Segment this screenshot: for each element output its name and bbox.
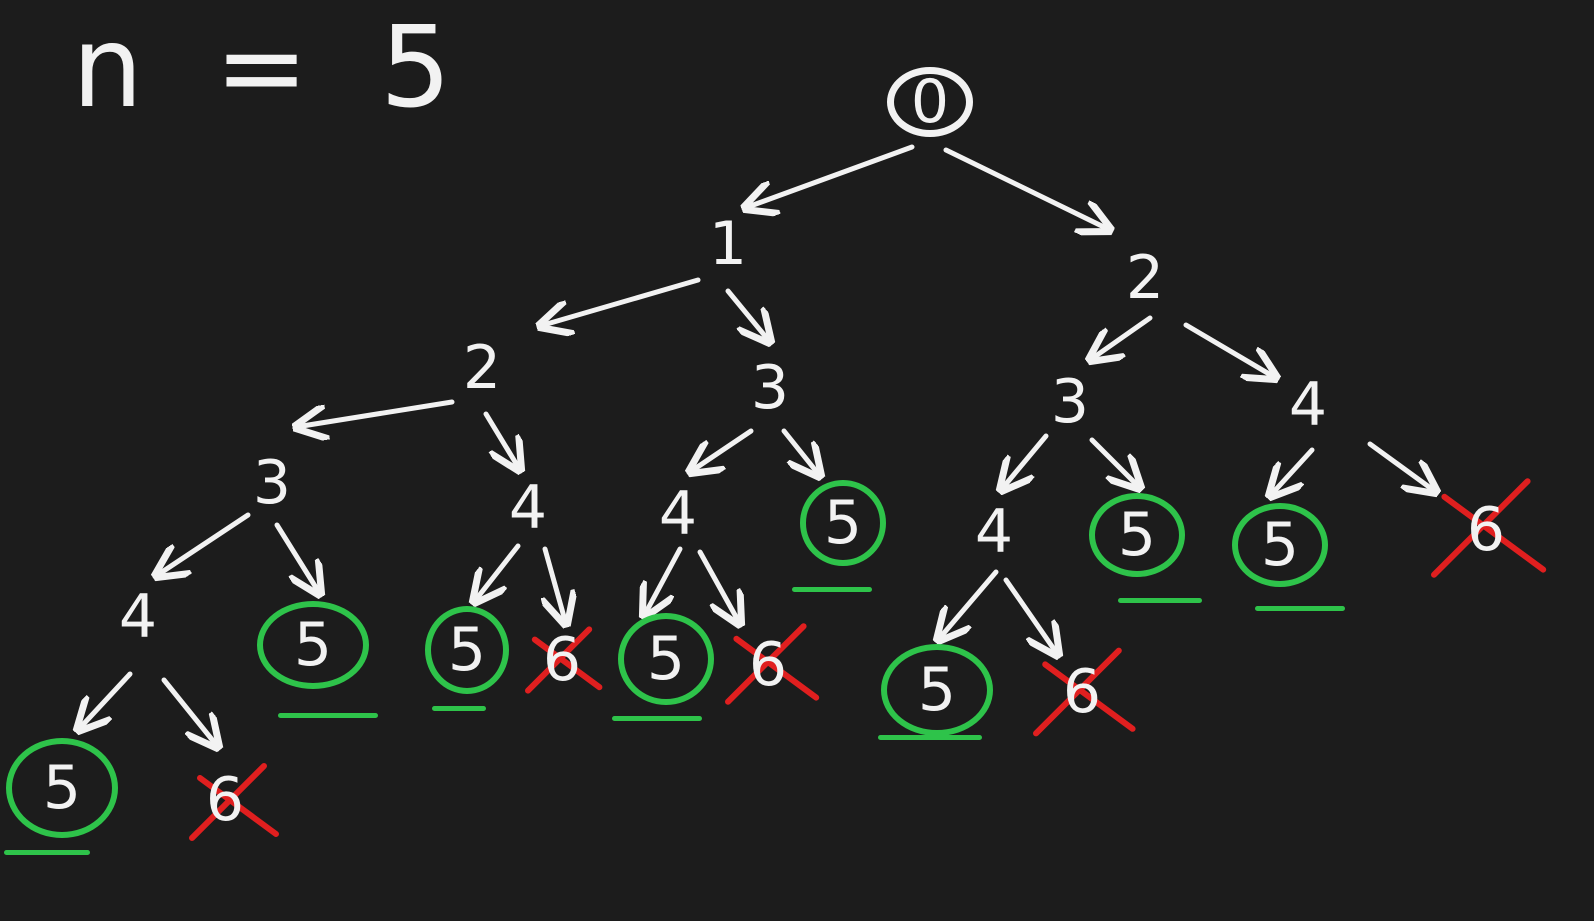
node-m-underline	[1118, 598, 1202, 603]
edge-1-to-3	[725, 288, 770, 342]
node-e: 3	[1050, 367, 1090, 437]
node-w-underline	[4, 850, 90, 855]
node-h: 4	[508, 473, 548, 543]
node-q-success-ring	[425, 606, 509, 694]
node-r: 6	[542, 625, 582, 695]
edge-4c-to-6	[1003, 577, 1058, 655]
edge-0-to-2	[943, 147, 1110, 230]
node-v-failure-cross	[1033, 647, 1136, 737]
edge-4a-to-5	[474, 543, 521, 602]
node-n-underline	[1255, 606, 1345, 611]
edge-4r-to-5	[1270, 447, 1315, 496]
node-u-success-ring	[881, 644, 993, 736]
edge-4b-to-6	[697, 549, 740, 624]
edge-4r-to-6	[1367, 441, 1436, 492]
node-t-failure-cross	[725, 623, 820, 705]
problem-title: n = 5	[72, 3, 470, 133]
node-r-failure-cross	[525, 626, 603, 694]
node-m-success-ring	[1089, 493, 1185, 577]
edge-3r-to-4	[1001, 433, 1049, 490]
node-k-success-ring	[800, 480, 886, 566]
edge-3m-to-4	[690, 428, 754, 472]
root-node: 0	[910, 67, 950, 137]
edge-0-to-1	[745, 144, 915, 208]
node-w: 5	[42, 753, 82, 823]
edge-4a-to-6	[545, 546, 566, 624]
node-k: 5	[823, 488, 863, 558]
node-o-underline	[278, 713, 378, 718]
node-o: 5	[293, 610, 333, 680]
edge-1-to-2	[540, 277, 701, 326]
node-j: 4	[974, 497, 1014, 567]
edge-2r-to-3	[1090, 315, 1153, 360]
edge-2-to-4	[483, 411, 520, 470]
node-q: 5	[447, 615, 487, 685]
node-u-underline	[878, 735, 982, 740]
node-o-success-ring	[257, 601, 369, 689]
node-d: 3	[750, 353, 790, 423]
node-k-underline	[792, 587, 872, 592]
edge-2-to-3	[296, 399, 455, 427]
edge-4l-to-5	[78, 671, 133, 730]
edge-3l-to-5	[274, 522, 320, 594]
node-m: 5	[1117, 500, 1157, 570]
node-g: 3	[252, 448, 292, 518]
node-n: 5	[1260, 510, 1300, 580]
node-p: 6	[1466, 495, 1506, 565]
node-q-underline	[432, 706, 486, 711]
node-w-success-ring	[6, 738, 118, 838]
edge-4l-to-6	[161, 677, 218, 747]
root-node-ring	[887, 67, 973, 137]
node-x: 6	[205, 765, 245, 835]
edge-3r-to-5	[1089, 437, 1140, 488]
edge-3m-to-5	[781, 428, 820, 476]
node-v: 6	[1062, 657, 1102, 727]
node-u: 5	[917, 655, 957, 725]
node-i: 4	[658, 479, 698, 549]
node-n-success-ring	[1232, 503, 1328, 587]
node-l: 4	[118, 582, 158, 652]
node-p-failure-cross	[1431, 478, 1547, 578]
node-s: 5	[646, 624, 686, 694]
node-b: 2	[1125, 243, 1165, 313]
node-t: 6	[748, 630, 788, 700]
node-a: 1	[708, 209, 748, 279]
node-s-underline	[612, 716, 702, 721]
edge-3l-to-4	[156, 512, 251, 576]
edge-4c-to-5	[938, 569, 999, 640]
node-x-failure-cross	[189, 763, 279, 841]
node-f: 4	[1288, 370, 1328, 440]
node-s-success-ring	[618, 613, 714, 705]
node-c: 2	[462, 333, 502, 403]
edge-2r-to-4	[1183, 322, 1276, 378]
edge-4b-to-5	[644, 546, 683, 616]
